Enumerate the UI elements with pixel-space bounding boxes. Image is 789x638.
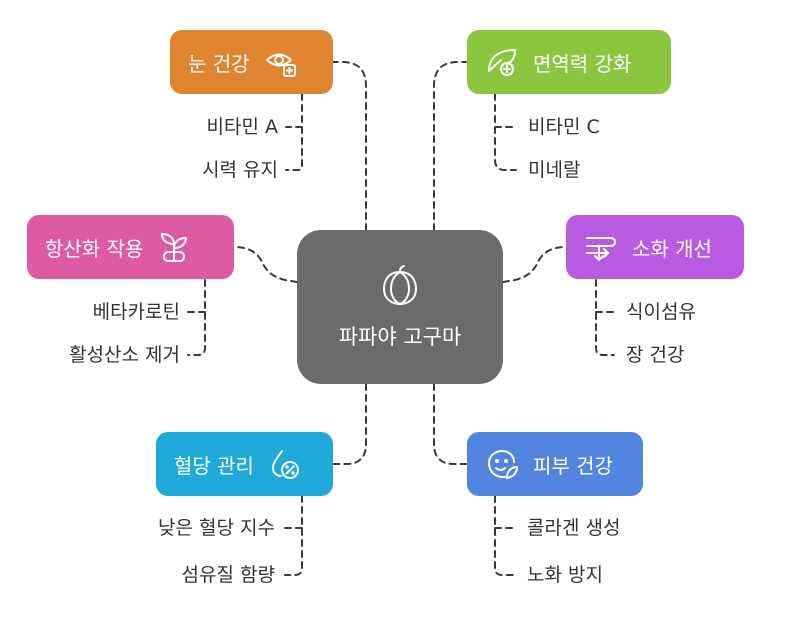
branch-eye-label: 눈 건강 xyxy=(188,51,250,76)
leaf-eye-1: 비타민 A xyxy=(206,116,278,138)
leaf-blood-1: 낮은 혈당 지수 xyxy=(158,517,275,539)
leaf-eye-2: 시력 유지 xyxy=(202,159,278,181)
branch-digestion-label: 소화 개선 xyxy=(632,236,712,261)
branch-immunity: 면역력 강화 xyxy=(467,30,671,94)
leaf-immunity-1: 비타민 C xyxy=(528,116,600,138)
branch-blood-label: 혈당 관리 xyxy=(174,453,254,478)
leaf-skin-1: 콜라겐 생성 xyxy=(527,517,621,539)
branch-skin: 피부 건강 xyxy=(467,432,643,496)
branch-immunity-label: 면역력 강화 xyxy=(533,51,632,76)
branch-skin-label: 피부 건강 xyxy=(533,453,613,478)
branch-eye-health: 눈 건강 xyxy=(170,30,333,94)
leaf-digestion-2: 장 건강 xyxy=(626,344,685,366)
eye-plus-icon xyxy=(264,45,298,79)
drop-percent-icon xyxy=(268,447,302,481)
leaf-immunity-2: 미네랄 xyxy=(528,159,581,181)
connector-antioxidant xyxy=(233,246,298,283)
leaf-skin-2: 노화 방지 xyxy=(527,564,603,586)
connector-skin xyxy=(433,383,467,465)
pumpkin-icon xyxy=(378,263,422,307)
leaf-digestion-1: 식이섬유 xyxy=(626,301,696,323)
connector-skin-items xyxy=(494,495,516,576)
connector-blood-items xyxy=(284,495,303,576)
center-label: 파파야 고구마 xyxy=(338,325,462,349)
leaf-antioxidant-2: 활성산소 제거 xyxy=(69,344,180,366)
connector-digestion-items xyxy=(595,279,615,356)
sprout-icon xyxy=(157,230,191,264)
branch-antioxidant: 항산화 작용 xyxy=(27,215,234,279)
leaf-blood-2: 섬유질 함량 xyxy=(181,564,275,586)
connector-antioxidant-items xyxy=(187,279,206,356)
center-node: 파파야 고구마 xyxy=(297,230,503,384)
face-leaf-icon xyxy=(485,447,519,481)
connector-eye xyxy=(332,61,367,231)
connector-immunity xyxy=(433,61,467,231)
leaf-plus-icon xyxy=(485,45,519,79)
connector-eye-items xyxy=(285,93,303,171)
leaf-antioxidant-1: 베타카로틴 xyxy=(92,301,180,323)
branch-digestion: 소화 개선 xyxy=(566,215,744,279)
connector-immunity-items xyxy=(494,93,517,171)
connector-digestion xyxy=(502,246,567,283)
flow-arrows-icon xyxy=(584,230,618,264)
branch-antioxidant-label: 항산화 작용 xyxy=(45,236,144,261)
branch-blood-sugar: 혈당 관리 xyxy=(156,432,333,496)
connector-blood xyxy=(332,383,367,465)
